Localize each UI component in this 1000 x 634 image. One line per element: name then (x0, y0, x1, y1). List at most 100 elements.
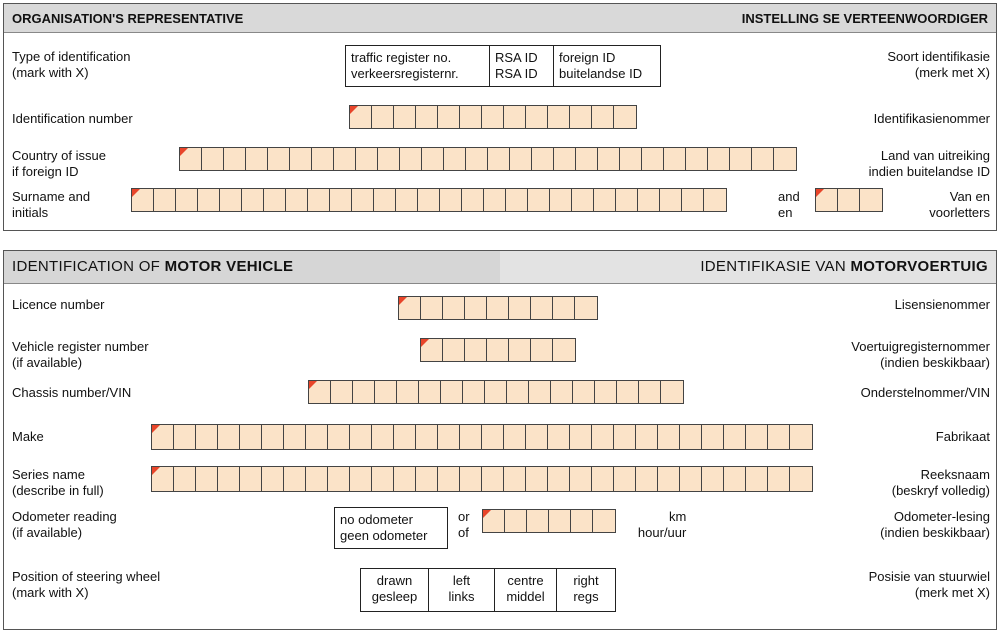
char-cell[interactable] (176, 189, 198, 211)
char-cell[interactable] (397, 381, 419, 403)
initials-input[interactable] (815, 188, 883, 212)
char-cell[interactable] (487, 297, 509, 319)
char-cell[interactable] (242, 189, 264, 211)
char-cell[interactable] (504, 425, 526, 449)
char-cell[interactable] (548, 425, 570, 449)
char-cell[interactable] (592, 425, 614, 449)
id-type-option-traffic-register[interactable]: traffic register no.verkeersregisternr. (346, 46, 490, 86)
char-cell[interactable] (505, 510, 527, 532)
char-cell[interactable] (680, 425, 702, 449)
char-cell[interactable] (746, 467, 768, 491)
char-cell[interactable] (180, 148, 202, 170)
char-cell[interactable] (572, 189, 594, 211)
char-cell[interactable] (306, 467, 328, 491)
char-cell[interactable] (548, 106, 570, 128)
char-cell[interactable] (262, 467, 284, 491)
char-cell[interactable] (356, 148, 378, 170)
char-cell[interactable] (526, 425, 548, 449)
char-cell[interactable] (438, 425, 460, 449)
char-cell[interactable] (290, 148, 312, 170)
char-cell[interactable] (400, 148, 422, 170)
char-cell[interactable] (416, 425, 438, 449)
char-cell[interactable] (509, 297, 531, 319)
char-cell[interactable] (240, 467, 262, 491)
char-cell[interactable] (592, 467, 614, 491)
char-cell[interactable] (416, 467, 438, 491)
char-cell[interactable] (658, 467, 680, 491)
char-cell[interactable] (399, 297, 421, 319)
char-cell[interactable] (485, 381, 507, 403)
char-cell[interactable] (443, 297, 465, 319)
char-cell[interactable] (860, 189, 882, 211)
char-cell[interactable] (730, 148, 752, 170)
char-cell[interactable] (594, 189, 616, 211)
char-cell[interactable] (419, 381, 441, 403)
char-cell[interactable] (617, 381, 639, 403)
char-cell[interactable] (418, 189, 440, 211)
char-cell[interactable] (350, 425, 372, 449)
char-cell[interactable] (838, 189, 860, 211)
char-cell[interactable] (154, 189, 176, 211)
char-cell[interactable] (152, 467, 174, 491)
char-cell[interactable] (286, 189, 308, 211)
char-cell[interactable] (441, 381, 463, 403)
char-cell[interactable] (531, 297, 553, 319)
char-cell[interactable] (312, 148, 334, 170)
char-cell[interactable] (443, 339, 465, 361)
char-cell[interactable] (598, 148, 620, 170)
char-cell[interactable] (308, 189, 330, 211)
char-cell[interactable] (532, 148, 554, 170)
char-cell[interactable] (462, 189, 484, 211)
char-cell[interactable] (790, 467, 812, 491)
char-cell[interactable] (614, 467, 636, 491)
char-cell[interactable] (378, 148, 400, 170)
char-cell[interactable] (264, 189, 286, 211)
char-cell[interactable] (438, 467, 460, 491)
series-name-input[interactable] (151, 466, 813, 492)
char-cell[interactable] (528, 189, 550, 211)
char-cell[interactable] (334, 148, 356, 170)
char-cell[interactable] (638, 189, 660, 211)
char-cell[interactable] (463, 381, 485, 403)
char-cell[interactable] (724, 467, 746, 491)
char-cell[interactable] (570, 106, 592, 128)
char-cell[interactable] (460, 467, 482, 491)
char-cell[interactable] (416, 106, 438, 128)
char-cell[interactable] (488, 148, 510, 170)
char-cell[interactable] (509, 339, 531, 361)
char-cell[interactable] (661, 381, 683, 403)
char-cell[interactable] (309, 381, 331, 403)
char-cell[interactable] (704, 189, 726, 211)
char-cell[interactable] (570, 467, 592, 491)
char-cell[interactable] (202, 148, 224, 170)
char-cell[interactable] (507, 381, 529, 403)
char-cell[interactable] (768, 425, 790, 449)
char-cell[interactable] (268, 148, 290, 170)
char-cell[interactable] (549, 510, 571, 532)
char-cell[interactable] (218, 467, 240, 491)
char-cell[interactable] (660, 189, 682, 211)
char-cell[interactable] (421, 297, 443, 319)
char-cell[interactable] (571, 510, 593, 532)
register-number-input[interactable] (420, 338, 576, 362)
char-cell[interactable] (746, 425, 768, 449)
char-cell[interactable] (752, 148, 774, 170)
char-cell[interactable] (353, 381, 375, 403)
country-input[interactable] (179, 147, 797, 171)
char-cell[interactable] (531, 339, 553, 361)
char-cell[interactable] (394, 467, 416, 491)
char-cell[interactable] (768, 467, 790, 491)
char-cell[interactable] (460, 425, 482, 449)
char-cell[interactable] (421, 339, 443, 361)
char-cell[interactable] (396, 189, 418, 211)
char-cell[interactable] (616, 189, 638, 211)
char-cell[interactable] (592, 106, 614, 128)
char-cell[interactable] (375, 381, 397, 403)
char-cell[interactable] (422, 148, 444, 170)
char-cell[interactable] (548, 467, 570, 491)
char-cell[interactable] (550, 189, 572, 211)
char-cell[interactable] (658, 425, 680, 449)
char-cell[interactable] (504, 467, 526, 491)
char-cell[interactable] (614, 106, 636, 128)
